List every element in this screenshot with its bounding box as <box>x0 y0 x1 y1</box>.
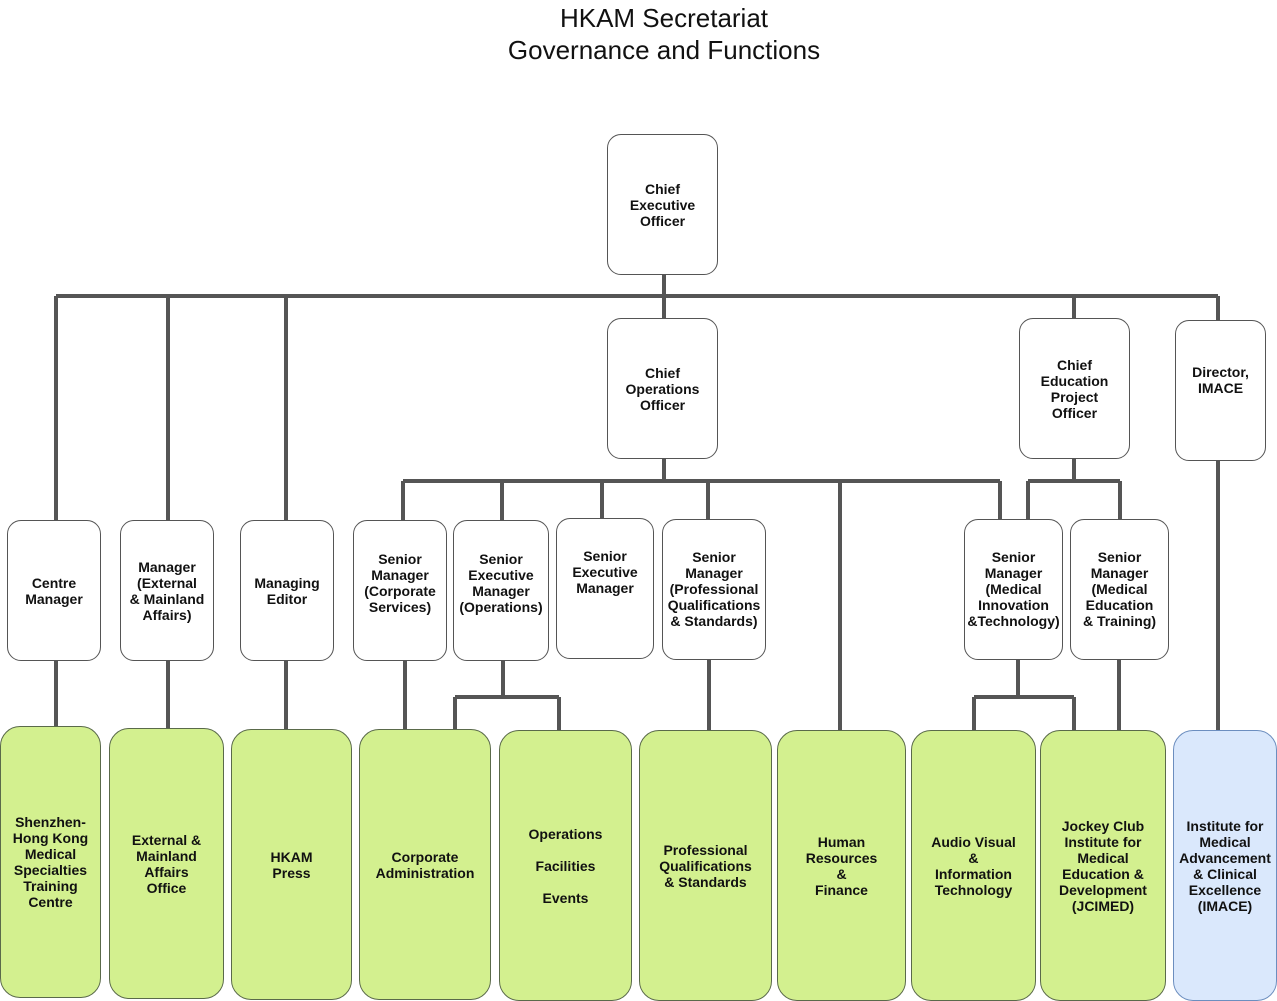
role-chief-education-project-officer: Chief Education Project Officer <box>1019 318 1130 459</box>
unit-operations-facilities-events: Operations Facilities Events <box>499 730 632 1001</box>
role-director-imace: Director, IMACE <box>1175 320 1266 461</box>
role-senior-manager-mit: Senior Manager (Medical Innovation &Tech… <box>964 519 1063 660</box>
unit-external-mainland-affairs-office: External & Mainland Affairs Office <box>109 728 224 999</box>
role-senior-manager-corporate: Senior Manager (Corporate Services) <box>353 520 447 661</box>
role-senior-manager-pqs: Senior Manager (Professional Qualificati… <box>662 519 766 660</box>
role-senior-executive-manager-operations: Senior Executive Manager (Operations) <box>453 520 549 661</box>
unit-human-resources-finance: Human Resources & Finance <box>777 730 906 1001</box>
unit-audio-visual-it: Audio Visual & Information Technology <box>911 730 1036 1001</box>
role-manager-external-mainland: Manager (External & Mainland Affairs) <box>120 520 214 661</box>
unit-professional-qualifications: Professional Qualifications & Standards <box>639 730 772 1001</box>
role-senior-manager-met: Senior Manager (Medical Education & Trai… <box>1070 519 1169 660</box>
title-line-2: Governance and Functions <box>507 35 821 65</box>
unit-shenzhen-training-centre: Shenzhen- Hong Kong Medical Specialties … <box>0 726 101 998</box>
role-chief-executive-officer: Chief Executive Officer <box>607 134 718 275</box>
chart-title: HKAM Secretariat Governance and Function… <box>0 2 1277 66</box>
role-chief-operations-officer: Chief Operations Officer <box>607 318 718 459</box>
role-managing-editor: Managing Editor <box>240 520 334 661</box>
role-centre-manager: Centre Manager <box>7 520 101 661</box>
role-senior-executive-manager: Senior Executive Manager <box>556 518 654 659</box>
unit-imace: Institute for Medical Advancement & Clin… <box>1173 730 1277 1001</box>
unit-jcimed: Jockey Club Institute for Medical Educat… <box>1040 730 1166 1001</box>
unit-corporate-administration: Corporate Administration <box>359 729 491 1000</box>
unit-hkam-press: HKAM Press <box>231 729 352 1000</box>
title-line-1: HKAM Secretariat <box>559 3 769 33</box>
